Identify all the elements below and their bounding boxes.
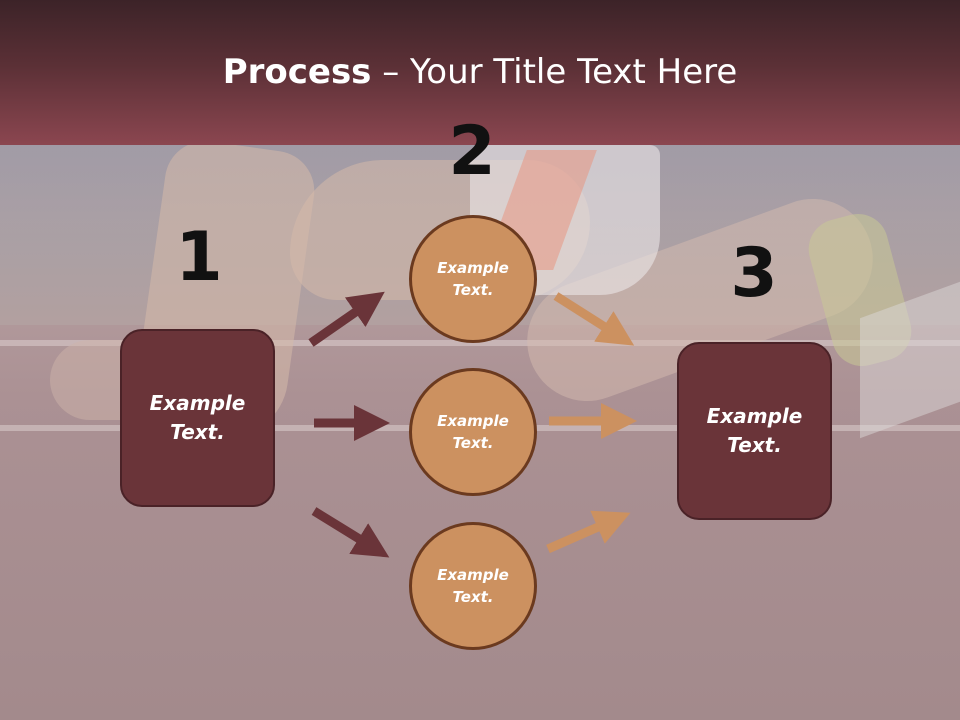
left-box: Example Text. (120, 329, 275, 507)
arrow-to-bottom (311, 507, 390, 558)
circle-top-text: Example Text. (437, 258, 509, 300)
left-box-text: Example Text. (149, 391, 246, 444)
right-box-text: Example Text. (706, 404, 803, 457)
circle-bottom: Example Text. (409, 522, 537, 650)
arrow-from-bottom (546, 510, 631, 554)
arrow-from-top (553, 292, 635, 346)
right-box: Example Text. (677, 342, 832, 520)
step-number-1: 1 (175, 218, 223, 297)
circle-top: Example Text. (409, 215, 537, 343)
arrow-to-top (308, 291, 385, 347)
background-track-line (0, 340, 960, 346)
slide-title: Process – Your Title Text Here (0, 52, 960, 92)
title-bar: Process – Your Title Text Here (0, 0, 960, 145)
circle-middle: Example Text. (409, 368, 537, 496)
step-number-2: 2 (448, 112, 496, 191)
title-bold: Process (222, 52, 372, 92)
circle-middle-text: Example Text. (437, 411, 509, 453)
title-rest: – Your Title Text Here (371, 52, 738, 92)
step-number-3: 3 (730, 234, 778, 313)
circle-bottom-text: Example Text. (437, 565, 509, 607)
